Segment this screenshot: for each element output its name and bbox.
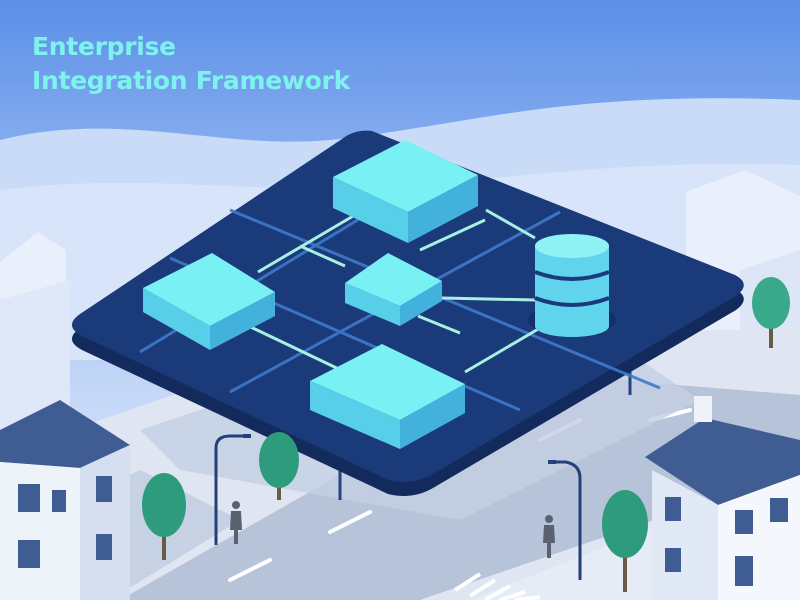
title-line-2: Integration Framework — [32, 66, 350, 95]
connectors — [235, 208, 541, 374]
title-line-1: Enterprise — [32, 32, 176, 61]
module-block-center — [345, 253, 442, 326]
street-lamp-icon — [214, 434, 582, 580]
module-block-bottom — [310, 344, 465, 449]
person-icon — [230, 501, 555, 558]
module-block-top — [333, 140, 478, 243]
database-icon — [528, 234, 616, 337]
house-icon — [0, 400, 130, 600]
module-block-left — [143, 253, 275, 350]
tree-icon — [142, 277, 790, 592]
page-title: Enterprise Integration Framework — [32, 30, 350, 98]
house-icon — [645, 396, 800, 600]
